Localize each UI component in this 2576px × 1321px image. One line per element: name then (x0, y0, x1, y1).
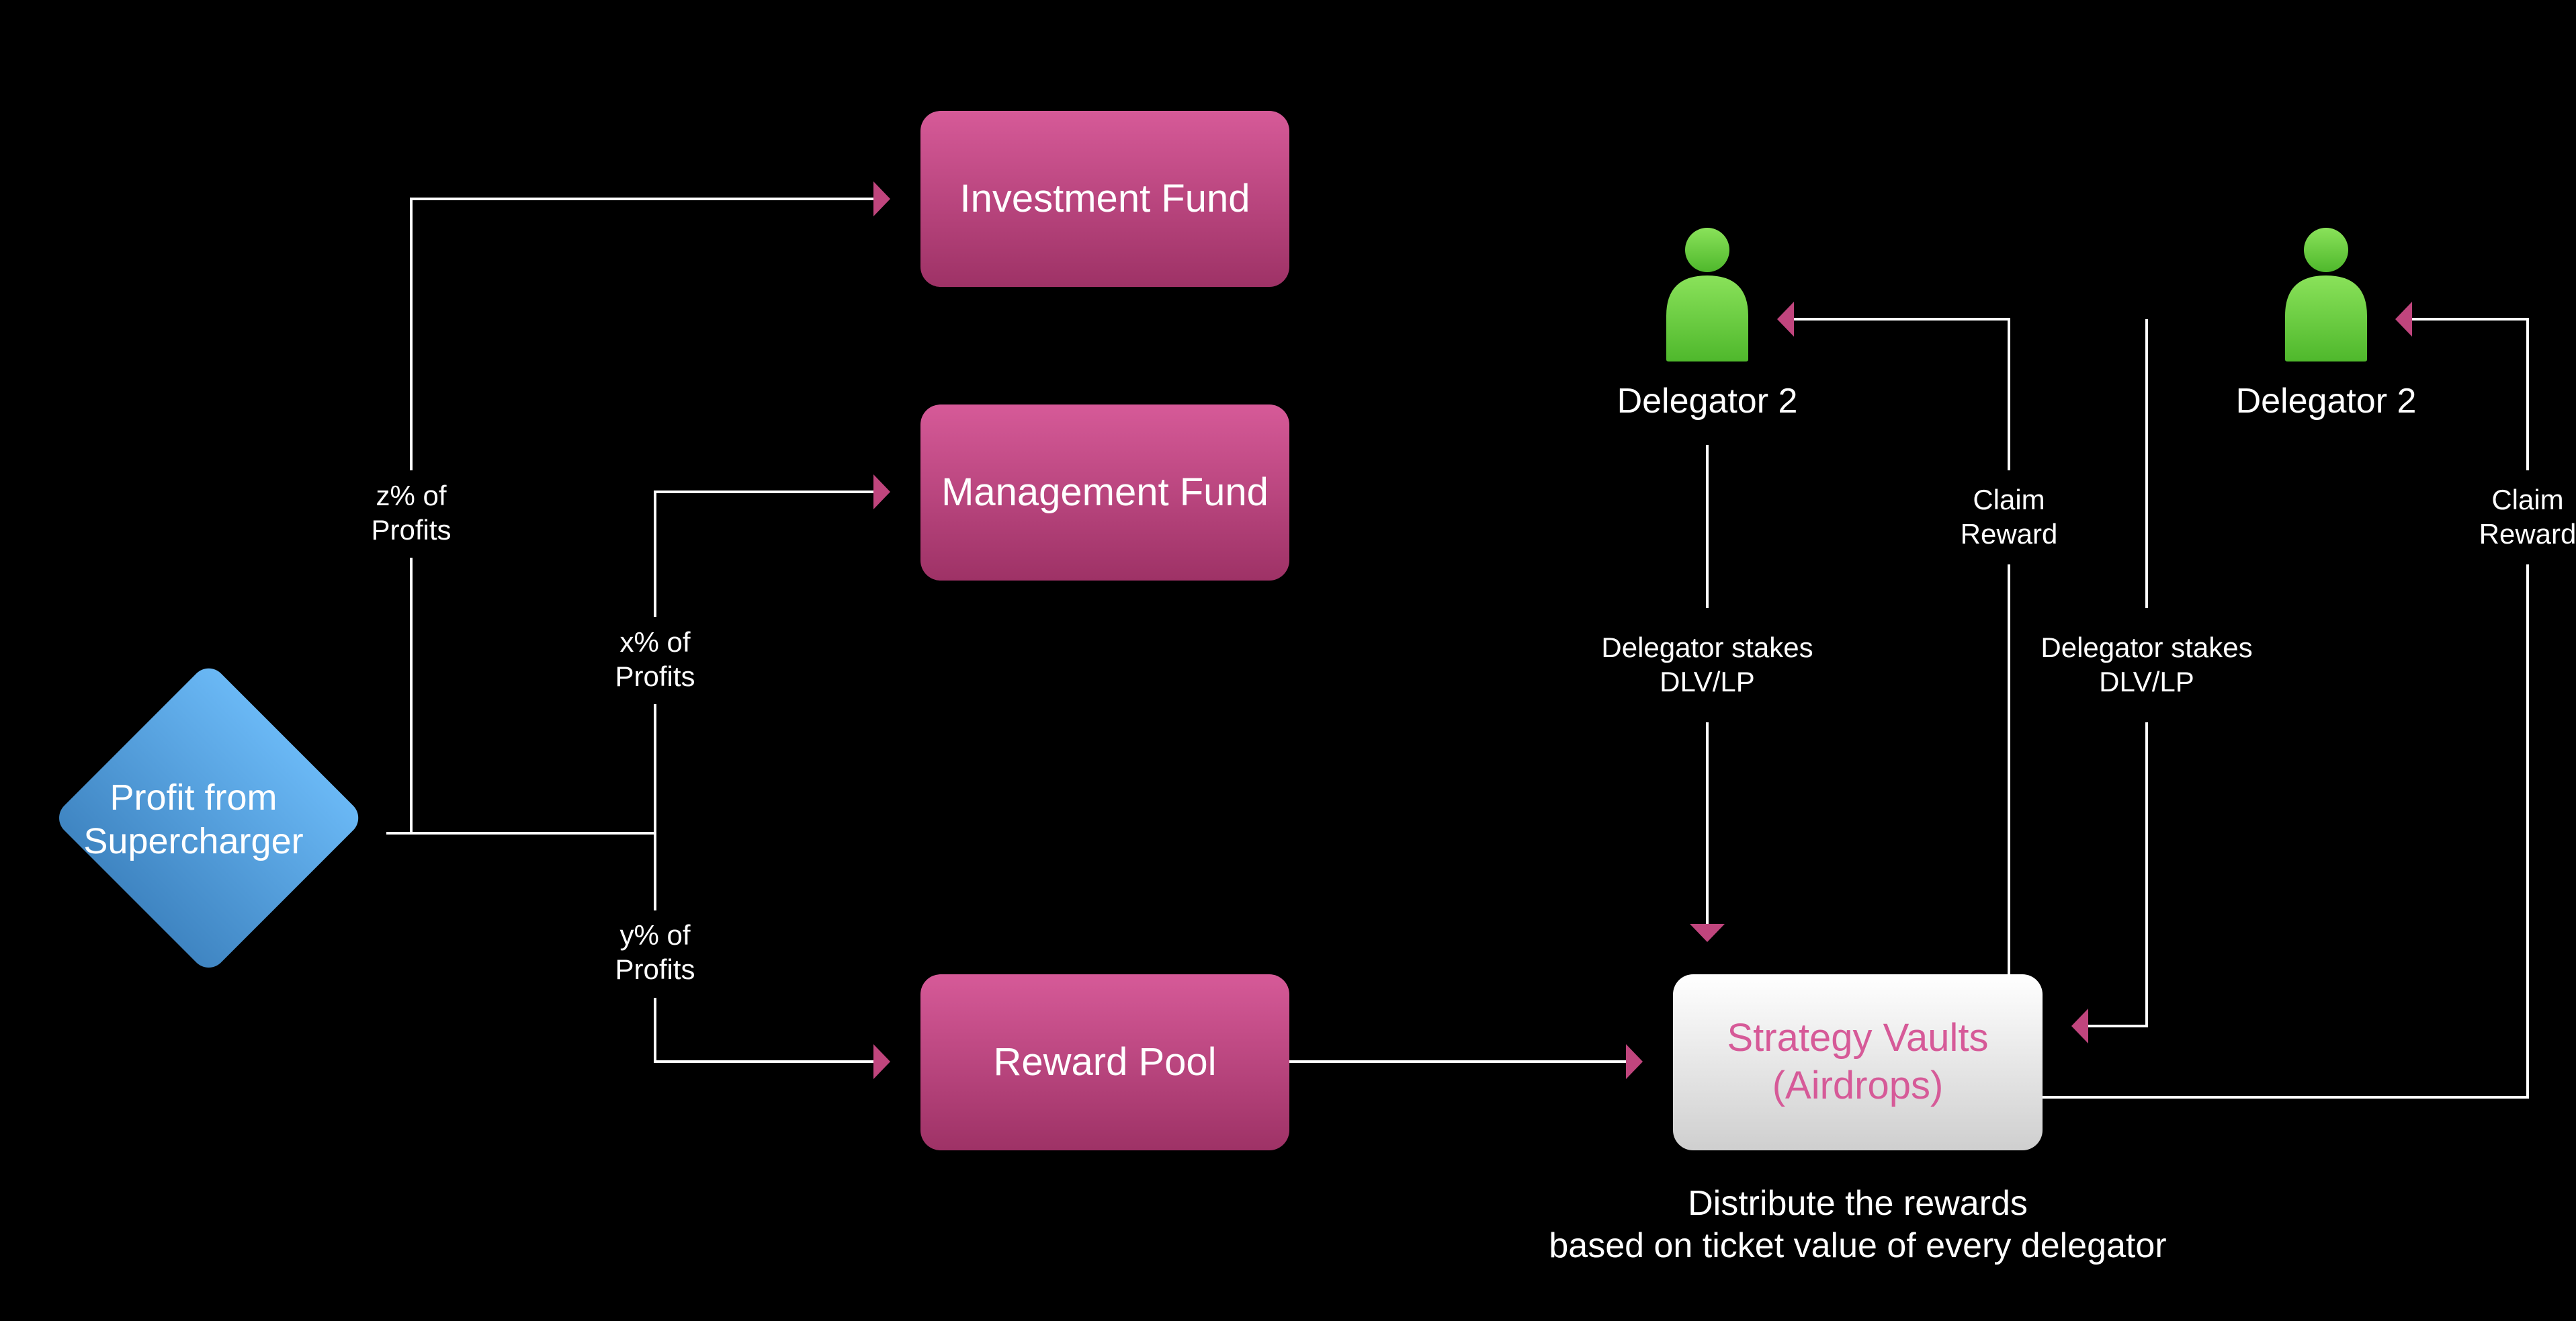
split-x-line2: Profits (615, 660, 695, 693)
distribution-note: Distribute the rewards based on ticket v… (1488, 1183, 2227, 1268)
label-gap (349, 470, 477, 558)
investment-fund-label: Investment Fund (959, 176, 1250, 220)
stake-1-line2: DLV/LP (1660, 666, 1755, 698)
connector-claim-delegator2 (2043, 318, 2529, 1099)
label-gap (1572, 608, 1841, 722)
label-gap (2012, 608, 2281, 722)
connector-delegator2-stake (2083, 319, 2148, 1027)
split-label-y: y% of Profits (588, 918, 722, 986)
label-gap (2456, 470, 2576, 564)
strategy-vaults-box: Strategy Vaults (Airdrops) (1673, 974, 2043, 1150)
split-z-line2: Profits (371, 514, 452, 546)
arrowhead-icon (873, 1044, 890, 1079)
connector-to-investment-fund (410, 198, 873, 833)
label-gap (591, 617, 719, 704)
split-label-z: z% of Profits (344, 478, 478, 547)
investment-fund-box: Investment Fund (920, 111, 1289, 287)
delegator-1-name: Delegator 2 (1573, 380, 1842, 423)
profit-source-line1: Profit from (110, 777, 277, 818)
arrowhead-icon (1690, 924, 1725, 942)
management-fund-label: Management Fund (941, 470, 1269, 514)
arrowhead-icon (873, 474, 890, 509)
split-z-line1: z% of (376, 480, 447, 511)
profit-source-line2: Supercharger (83, 820, 304, 861)
arrowhead-icon (1626, 1044, 1643, 1079)
person-icon (2285, 228, 2367, 361)
delegator-2-stake-label: Delegator stakes DLV/LP (2012, 630, 2281, 699)
split-y-line2: Profits (615, 953, 695, 986)
delegator-1-name-text: Delegator 2 (1617, 382, 1798, 421)
delegator-2-claim-label: Claim Reward (2460, 482, 2576, 551)
connector-to-reward-pool (654, 833, 873, 1063)
arrowhead-icon (2071, 1009, 2088, 1043)
management-fund-box: Management Fund (920, 404, 1289, 581)
strategy-vaults-line2: (Airdrops) (1772, 1064, 1944, 1107)
split-y-line1: y% of (619, 919, 691, 951)
label-gap (591, 910, 719, 998)
stake-1-line1: Delegator stakes (1601, 632, 1813, 663)
claim-2-line2: Reward (2479, 518, 2576, 550)
stake-2-line1: Delegator stakes (2041, 632, 2253, 663)
claim-2-line1: Claim (2491, 484, 2564, 515)
claim-1-line1: Claim (1973, 484, 2045, 515)
delegator-1-stake-label: Delegator stakes DLV/LP (1573, 630, 1842, 699)
distribution-note-line1: Distribute the rewards (1688, 1184, 2028, 1223)
reward-pool-label: Reward Pool (993, 1039, 1217, 1084)
arrowhead-icon (2395, 302, 2412, 337)
person-icon (1666, 228, 1748, 361)
strategy-vaults-line1: Strategy Vaults (1727, 1016, 1989, 1060)
arrowhead-icon (1777, 302, 1794, 337)
split-label-x: x% of Profits (588, 625, 722, 693)
delegator-1-claim-label: Claim Reward (1942, 482, 2076, 551)
label-gap (1935, 470, 2083, 564)
claim-1-line2: Reward (1960, 518, 2058, 550)
profit-source-diamond (59, 668, 359, 968)
profit-source-label: Profit from Supercharger (26, 776, 361, 863)
stake-2-line2: DLV/LP (2099, 666, 2194, 698)
delegator-2-name: Delegator 2 (2192, 380, 2460, 423)
delegator-2-name-text: Delegator 2 (2235, 382, 2417, 421)
split-x-line1: x% of (619, 626, 691, 658)
reward-pool-box: Reward Pool (920, 974, 1289, 1150)
distribution-note-line2: based on ticket value of every delegator (1549, 1226, 2167, 1266)
connector-claim-delegator1 (1791, 318, 2010, 974)
arrowhead-icon (873, 181, 890, 216)
connector-to-management-fund (654, 491, 873, 833)
